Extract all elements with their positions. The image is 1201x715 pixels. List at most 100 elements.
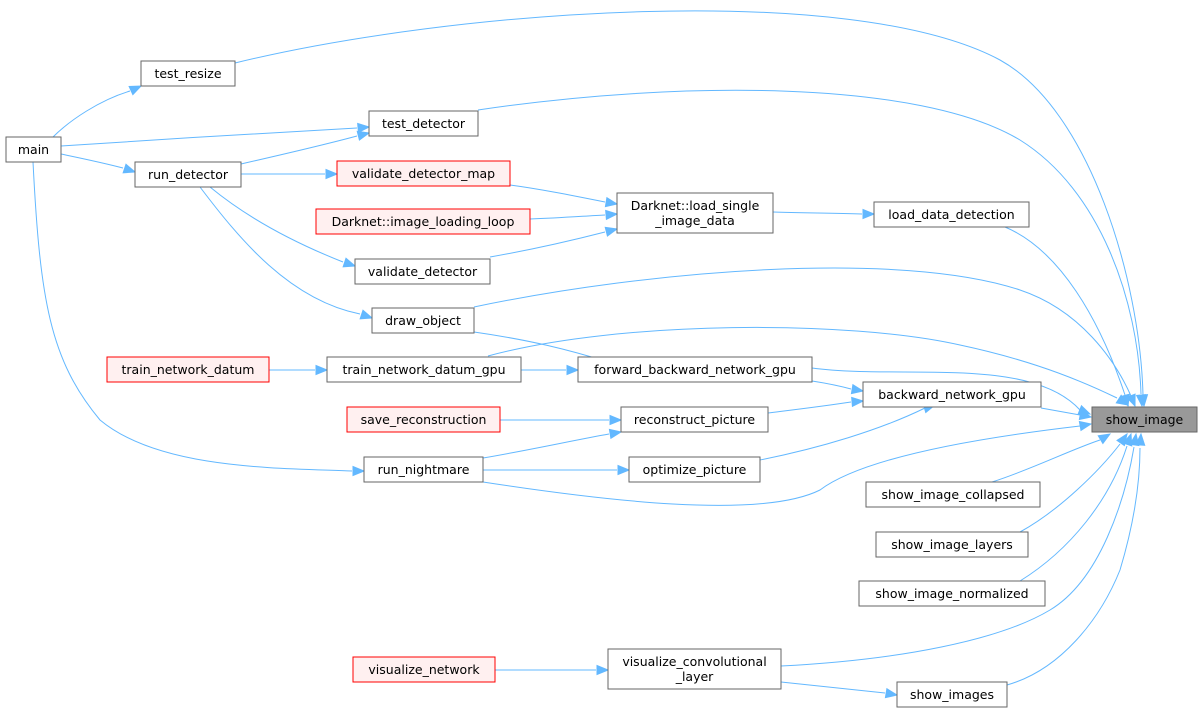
arrowhead-icon [862, 208, 876, 220]
edge-line [482, 425, 1081, 506]
node-backward-network-gpu[interactable]: backward_network_gpu [862, 381, 1042, 408]
arrowhead-icon [356, 130, 371, 141]
edge-line [772, 211, 863, 215]
edge-validate_detector-to-load_single_image_data [489, 226, 619, 258]
node-visualize-convolutional-layer[interactable]: visualize_convolutional_layer [607, 648, 782, 690]
edge-line [234, 10, 1144, 396]
arrowhead-icon [352, 465, 366, 477]
node-label: validate_detector_map [352, 166, 495, 181]
edges-layer [32, 10, 1149, 699]
node-show-image-normalized[interactable]: show_image_normalized [858, 580, 1046, 607]
node-box [896, 681, 1008, 708]
node-reconstruct-picture[interactable]: reconstruct_picture [620, 406, 769, 433]
edge-save_reconstruction-to-reconstruct_picture [499, 414, 623, 426]
node-label: backward_network_gpu [878, 387, 1026, 402]
node-save-reconstruction[interactable]: save_reconstruction [346, 406, 501, 433]
node-label: train_network_datum_gpu [343, 362, 506, 377]
edge-line [489, 231, 606, 258]
arrowhead-icon [884, 687, 899, 699]
node-label: load_data_detection [888, 207, 1014, 222]
node-box [865, 481, 1041, 508]
edge-line [52, 90, 131, 138]
node-box [5, 136, 62, 163]
arrowhead-icon [122, 163, 137, 174]
node-box [620, 406, 769, 433]
node-box [858, 580, 1046, 607]
node-label: show_images [910, 687, 994, 702]
node-test-resize[interactable]: test_resize [140, 60, 236, 87]
node-box [577, 356, 813, 383]
arrowhead-icon [128, 85, 143, 96]
edge-image_loading_loop-to-load_single_image_data [529, 209, 619, 221]
node-test-detector[interactable]: test_detector [368, 110, 479, 137]
edge-main-to-test_resize [52, 85, 143, 138]
arrowhead-icon [850, 383, 865, 395]
node-label: _layer [675, 669, 714, 684]
node-forward-backward-network-gpu[interactable]: forward_backward_network_gpu [577, 356, 813, 383]
edge-line [811, 367, 1081, 411]
node-draw-object[interactable]: draw_object [371, 307, 475, 334]
node-run-detector[interactable]: run_detector [134, 161, 242, 188]
node-box [616, 192, 774, 234]
node-box [134, 161, 242, 188]
node-box [336, 160, 511, 187]
edge-line [767, 401, 852, 414]
edge-load_data_detection-to-show_image [1004, 226, 1131, 408]
node-box [140, 60, 236, 87]
node-main[interactable]: main [5, 136, 62, 163]
node-label: Darknet::image_loading_loop [332, 214, 515, 229]
arrowhead-icon [1135, 394, 1147, 408]
edge-line [780, 446, 1135, 667]
node-validate-detector[interactable]: validate_detector [354, 258, 491, 285]
node-show-image-layers[interactable]: show_image_layers [875, 531, 1029, 558]
node-visualize-network[interactable]: visualize_network [352, 656, 496, 683]
edge-validate_detector_map-to-load_single_image_data [509, 184, 619, 208]
node-label: optimize_picture [643, 462, 747, 477]
node-box [371, 307, 475, 334]
arrowhead-icon [605, 209, 619, 221]
edge-line [1004, 226, 1126, 396]
node-show-images[interactable]: show_images [896, 681, 1008, 708]
node-train-network-datum[interactable]: train_network_datum [106, 356, 270, 383]
arrowhead-icon [1122, 432, 1133, 447]
node-label: show_image_layers [891, 537, 1013, 552]
edge-run_detector-to-test_detector [240, 130, 371, 165]
edge-train_network_datum_gpu-to-forward_backward_network_gpu [520, 364, 580, 376]
edge-train_network_datum-to-train_network_datum_gpu [268, 364, 329, 376]
edge-optimize_picture-to-backward_network_gpu [759, 403, 937, 461]
node-validate-detector-map[interactable]: validate_detector_map [336, 160, 511, 187]
arrowhead-icon [1119, 393, 1131, 408]
node-train-network-datum-gpu[interactable]: train_network_datum_gpu [326, 356, 522, 383]
edge-main-to-test_detector [60, 122, 371, 147]
node-label: _image_data [654, 213, 735, 228]
edge-line [509, 184, 606, 203]
node-box [873, 201, 1030, 228]
node-label: test_detector [382, 116, 466, 131]
edge-line [1040, 407, 1081, 416]
node-label: validate_detector [368, 264, 478, 279]
node-show-image[interactable]: show_image [1091, 406, 1198, 433]
edge-run_detector-to-validate_detector [209, 186, 357, 268]
edge-show_image_collapsed-to-show_image [991, 433, 1112, 483]
edge-line [529, 214, 606, 220]
node-label: show_image_normalized [875, 586, 1028, 601]
arrowhead-icon [596, 664, 610, 676]
edge-show_images-to-show_image [1006, 432, 1146, 686]
node-show-image-collapsed[interactable]: show_image_collapsed [865, 481, 1041, 508]
node-label: forward_backward_network_gpu [594, 362, 796, 377]
edge-reconstruct_picture-to-backward_network_gpu [767, 396, 865, 414]
node-run-nightmare[interactable]: run_nightmare [363, 456, 484, 483]
edge-backward_network_gpu-to-show_image [1040, 407, 1093, 421]
node-load-data-detection[interactable]: load_data_detection [873, 201, 1030, 228]
arrowhead-icon [604, 226, 619, 237]
node-image-loading-loop[interactable]: Darknet::image_loading_loop [315, 208, 531, 235]
arrowhead-icon [1134, 432, 1146, 446]
edge-line [1019, 445, 1128, 582]
edge-run_nightmare-to-optimize_picture [483, 464, 631, 476]
node-load-single-image-data[interactable]: Darknet::load_single_image_data [616, 192, 774, 234]
arrowhead-icon [315, 364, 329, 376]
edge-run_detector-to-validate_detector_map [241, 168, 339, 180]
node-optimize-picture[interactable]: optimize_picture [628, 456, 761, 483]
arrowhead-icon [604, 196, 619, 208]
nodes-layer: show_image main test_resize test_detectorru… [5, 60, 1198, 708]
